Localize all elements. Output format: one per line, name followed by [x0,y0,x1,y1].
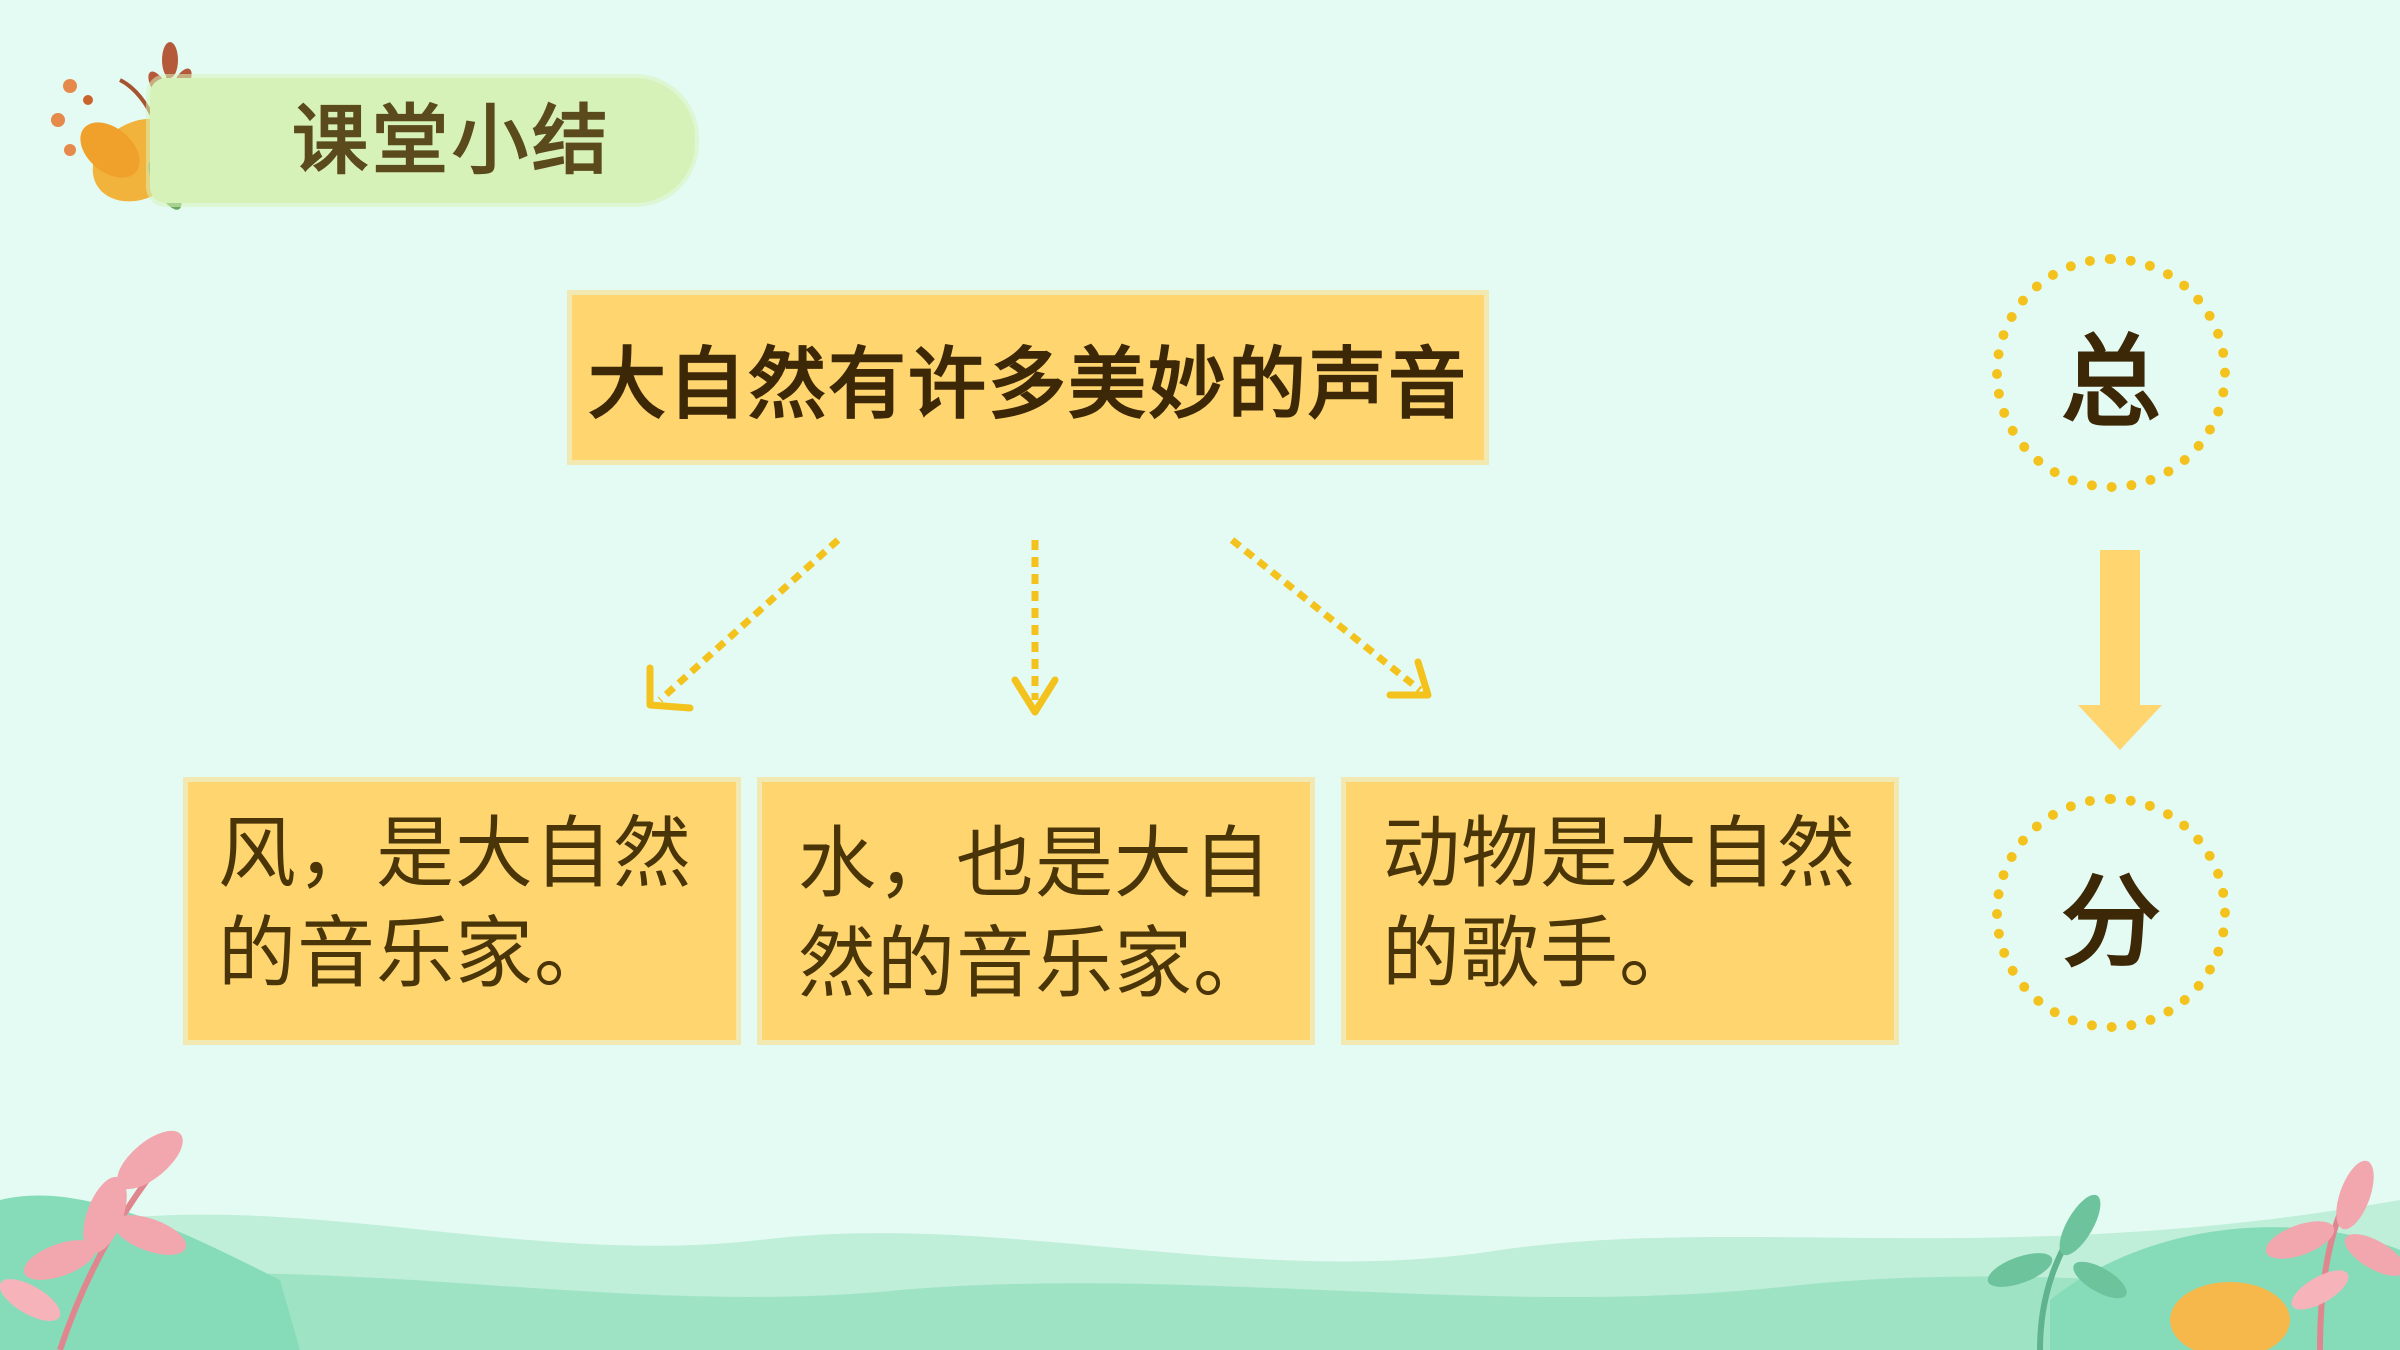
header-tag [150,78,695,203]
subtopic-text-animals: 动物是大自然 的歌手。 [1382,809,1857,999]
pink-leaves-left [0,1130,187,1350]
dotted-arrows [657,537,1423,703]
plants-right [1987,1160,2400,1350]
subtopic-box-animals: 动物是大自然 的歌手。 [1346,782,1894,1040]
summary-label-top: 总 [2061,323,2161,441]
subtopic-text-wind: 风，是大自然 的音乐家。 [218,809,693,999]
down-arrow [2078,550,2162,750]
summary-circle-top: 总 [1992,254,2230,492]
subtopic-box-water: 水，也是大自 然的音乐家。 [762,782,1310,1040]
summary-label-bottom: 分 [2061,863,2161,981]
subtopic-box-wind: 风，是大自然 的音乐家。 [188,782,736,1040]
arrow-heads [646,658,1432,716]
bottom-wave-dark [0,1273,2400,1350]
subtopic-text-water: 水，也是大自 然的音乐家。 [798,819,1273,1009]
summary-circle-bottom: 分 [1992,794,2230,1032]
page-title: 课堂小结 [292,96,612,185]
main-topic-box: 大自然有许多美妙的声音 [572,295,1484,460]
main-topic-text: 大自然有许多美妙的声音 [587,339,1468,430]
